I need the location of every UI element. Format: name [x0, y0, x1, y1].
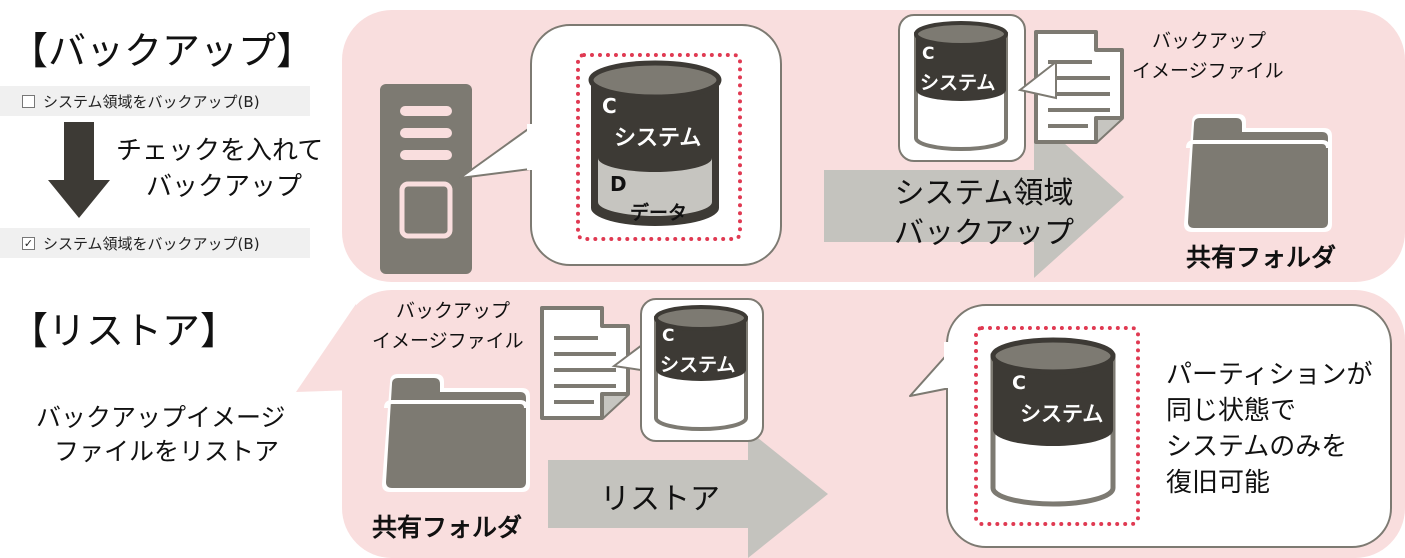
backup-arrow-shape	[824, 116, 1124, 278]
disk-cylinder-icon	[588, 60, 722, 226]
restore-description-line1: バックアップイメージ	[36, 403, 286, 432]
shared-folder-icon	[1184, 114, 1332, 232]
result-note-line1: パーティションが	[1166, 360, 1373, 390]
backup-image-disk-icon	[914, 21, 1008, 151]
restore-arrow-label: リストア	[600, 482, 720, 517]
checkbox-checked-icon[interactable]: ✓	[22, 236, 35, 250]
restore-image-disk-icon	[654, 305, 748, 431]
restore-folder-label: 共有フォルダ	[372, 513, 523, 542]
result-c-label: システム	[1020, 402, 1104, 426]
backup-checkbox-checked[interactable]: ✓ システム領域をバックアップ(B)	[0, 228, 310, 258]
restore-arrow-shape	[548, 430, 828, 558]
backup-image-file-line2: イメージファイル	[1132, 60, 1284, 82]
restore-panel-pointer	[296, 304, 356, 392]
backup-arrow-line1: システム領域	[894, 176, 1074, 211]
backup-image-file-line1: バックアップ	[1152, 30, 1267, 52]
restore-description-line2: ファイルをリストア	[54, 437, 280, 466]
result-selection-frame	[974, 326, 1140, 526]
disk-c-label: システム	[614, 126, 702, 151]
checkbox-unchecked-label: システム領域をバックアップ(B)	[43, 92, 260, 111]
disk-d-label: データ	[630, 202, 688, 224]
result-c-letter: C	[1012, 372, 1026, 394]
down-arrow-icon	[48, 122, 110, 218]
backup-image-file-icon	[1034, 30, 1124, 144]
instruction-line2: バックアップ	[146, 172, 303, 202]
backup-image-c-label: システム	[920, 72, 996, 94]
restore-image-file-line1: バックアップ	[396, 300, 511, 322]
restore-image-file-icon	[540, 306, 630, 420]
backup-heading: 【バックアップ】	[10, 29, 315, 73]
file-callout-tail	[1017, 59, 1057, 100]
backup-checkbox-unchecked[interactable]: システム領域をバックアップ(B)	[0, 86, 310, 116]
disk-selection-frame	[576, 53, 742, 241]
result-note-line4: 復旧可能	[1166, 468, 1271, 498]
disk-c-letter: C	[602, 94, 617, 118]
result-note-line2: 同じ状態で	[1166, 396, 1297, 426]
instruction-line1: チェックを入れて	[116, 136, 324, 166]
result-bubble-tail-cover	[944, 342, 952, 388]
backup-folder-label: 共有フォルダ	[1186, 243, 1337, 272]
checkbox-checked-label: システム領域をバックアップ(B)	[43, 234, 260, 253]
restore-image-c-label: システム	[660, 354, 736, 376]
restore-image-file-line2: イメージファイル	[372, 330, 524, 352]
speech-bubble-tail-cover	[527, 124, 535, 170]
checkbox-empty-icon[interactable]	[22, 94, 35, 108]
backup-image-c-letter: C	[922, 44, 935, 64]
restore-heading: 【リストア】	[10, 309, 239, 353]
restore-folder-icon	[382, 374, 530, 492]
result-note-line3: システムのみを	[1166, 432, 1348, 462]
backup-arrow-line2: バックアップ	[894, 216, 1074, 251]
restore-image-c-letter: C	[662, 326, 675, 346]
result-disk-icon	[990, 337, 1116, 507]
server-tower-icon	[380, 84, 472, 274]
disk-d-letter: D	[610, 172, 627, 196]
